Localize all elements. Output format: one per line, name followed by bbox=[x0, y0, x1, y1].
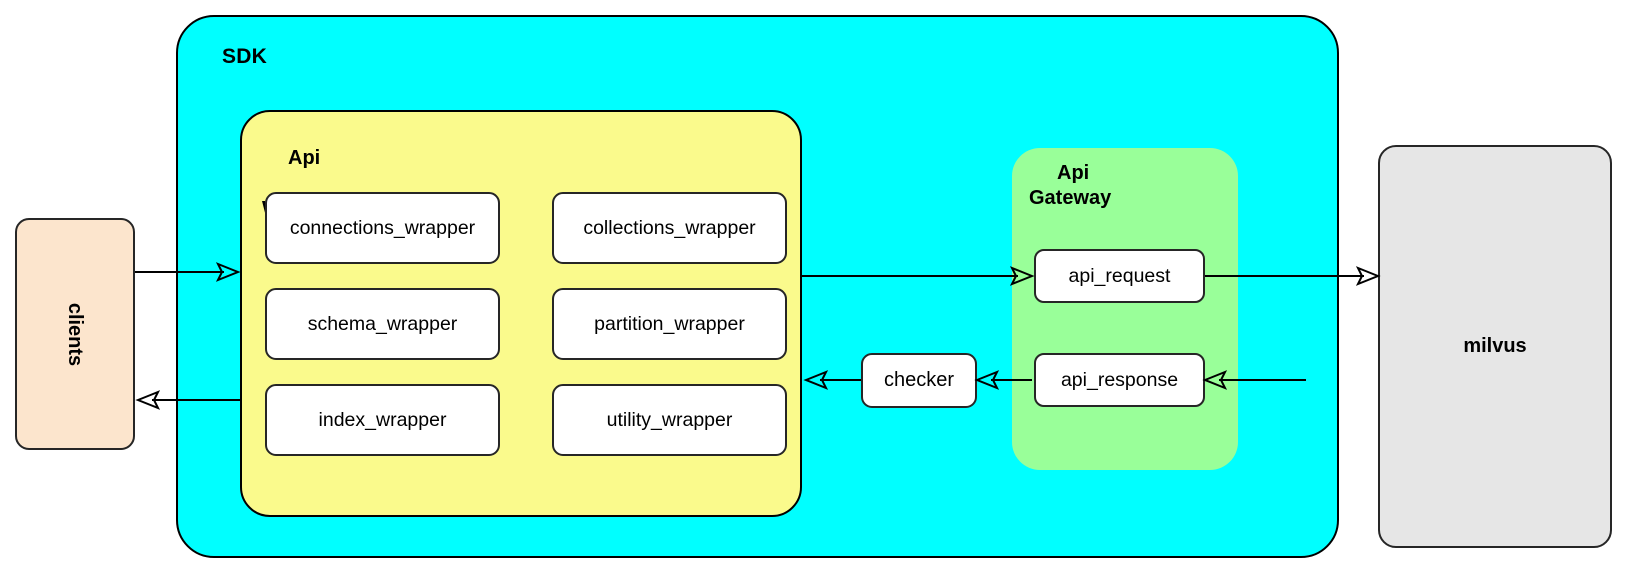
clients-label: clients bbox=[64, 302, 87, 366]
api-wrapper-label-line1: Api bbox=[288, 147, 321, 170]
index-wrapper-label: index_wrapper bbox=[318, 408, 447, 431]
partition-wrapper-box[interactable]: partition_wrapper bbox=[552, 288, 787, 360]
utility-wrapper-label: utility_wrapper bbox=[606, 408, 733, 431]
index-wrapper-box[interactable]: index_wrapper bbox=[265, 384, 500, 456]
milvus-label: milvus bbox=[1463, 335, 1527, 357]
utility-wrapper-box[interactable]: utility_wrapper bbox=[552, 384, 787, 456]
sdk-label: SDK bbox=[222, 45, 267, 68]
collections-wrapper-label: collections_wrapper bbox=[583, 216, 756, 239]
collections-wrapper-box[interactable]: collections_wrapper bbox=[552, 192, 787, 264]
api-request-label: api_request bbox=[1068, 264, 1171, 287]
api-response-label: api_response bbox=[1060, 368, 1179, 391]
schema-wrapper-label: schema_wrapper bbox=[307, 312, 458, 335]
api-gateway-label-line2: Gateway bbox=[1029, 187, 1112, 210]
connections-wrapper-label: connections_wrapper bbox=[289, 216, 476, 239]
milvus-box[interactable]: milvus bbox=[1378, 145, 1612, 548]
checker-box[interactable]: checker bbox=[861, 353, 977, 408]
connections-wrapper-box[interactable]: connections_wrapper bbox=[265, 192, 500, 264]
api-request-box[interactable]: api_request bbox=[1034, 249, 1205, 303]
partition-wrapper-label: partition_wrapper bbox=[594, 312, 745, 335]
api-gateway-label-line1: Api bbox=[1057, 162, 1090, 184]
api-gateway-group[interactable]: Api Gateway bbox=[1012, 148, 1238, 470]
checker-label: checker bbox=[883, 369, 955, 391]
api-gateway-label: Api Gateway bbox=[1029, 161, 1111, 212]
api-response-box[interactable]: api_response bbox=[1034, 353, 1205, 407]
schema-wrapper-box[interactable]: schema_wrapper bbox=[265, 288, 500, 360]
clients-box[interactable]: clients bbox=[15, 218, 135, 450]
